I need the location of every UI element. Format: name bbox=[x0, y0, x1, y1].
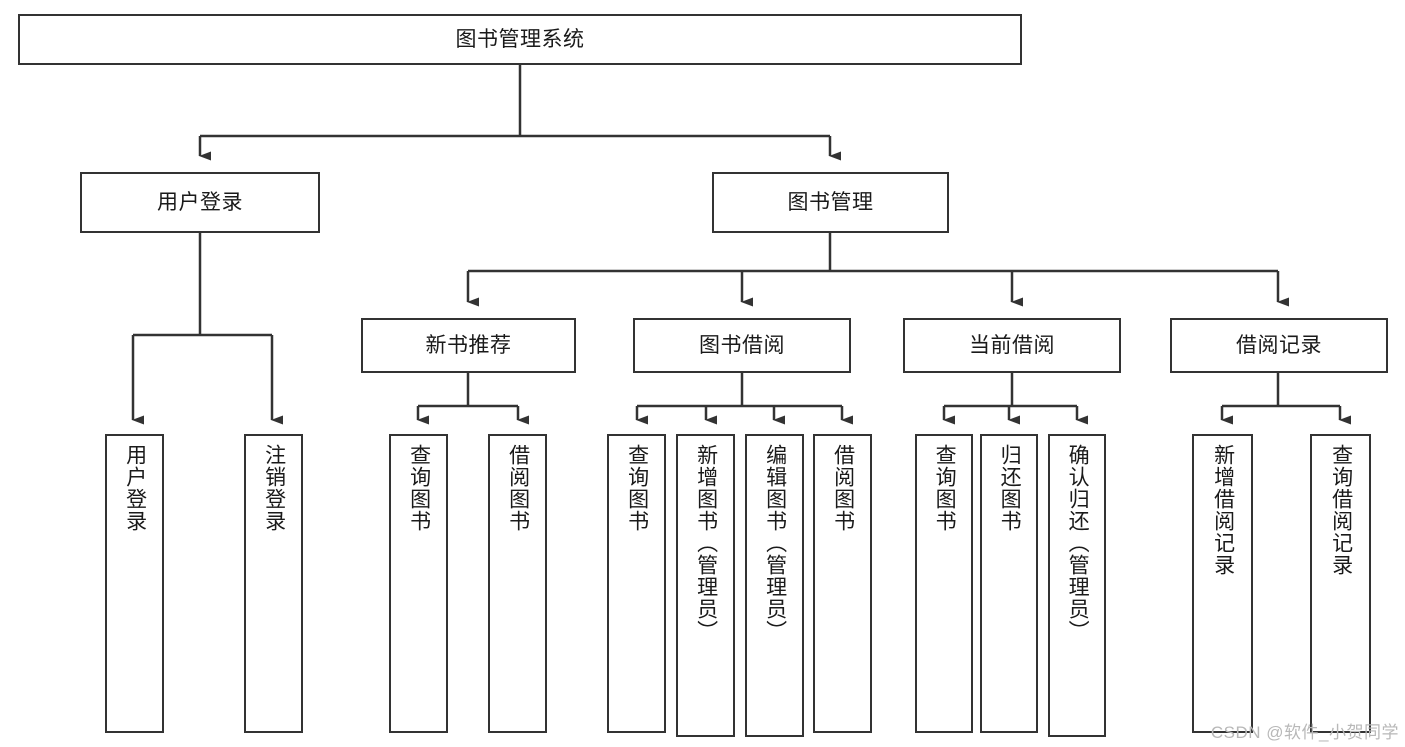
node-borrow-record[interactable]: 借阅记录 bbox=[1170, 318, 1388, 373]
leaf-borrowrecord-add-record-label: 新增借阅记录 bbox=[1211, 444, 1235, 576]
leaf-bookborrow-query-book-label: 查询图书 bbox=[625, 444, 649, 532]
node-book-borrow-label: 图书借阅 bbox=[699, 333, 785, 357]
node-current-borrow-label: 当前借阅 bbox=[969, 333, 1055, 357]
leaf-currentborrow-return-book-label: 归还图书 bbox=[998, 444, 1022, 532]
leaf-borrowrecord-query-record[interactable]: 查询借阅记录 bbox=[1310, 434, 1371, 733]
node-book-management[interactable]: 图书管理 bbox=[712, 172, 949, 233]
leaf-borrowrecord-query-record-label: 查询借阅记录 bbox=[1329, 444, 1353, 576]
node-root-label: 图书管理系统 bbox=[455, 27, 585, 51]
node-book-management-label: 图书管理 bbox=[787, 190, 874, 214]
leaf-currentborrow-confirm-return[interactable]: 确认归还（管理员） bbox=[1048, 434, 1106, 737]
leaf-logout-label: 注销登录 bbox=[262, 444, 286, 532]
leaf-newbook-query-book-label: 查询图书 bbox=[407, 444, 431, 532]
node-user-login[interactable]: 用户登录 bbox=[80, 172, 320, 233]
leaf-bookborrow-add-book-label: 新增图书（管理员） bbox=[694, 444, 718, 642]
node-root-book-management-system[interactable]: 图书管理系统 bbox=[18, 14, 1022, 65]
node-user-login-label: 用户登录 bbox=[157, 190, 243, 214]
leaf-bookborrow-query-book[interactable]: 查询图书 bbox=[607, 434, 666, 733]
leaf-bookborrow-add-book[interactable]: 新增图书（管理员） bbox=[676, 434, 735, 737]
node-new-book-recommend-label: 新书推荐 bbox=[425, 333, 512, 357]
leaf-currentborrow-confirm-return-label: 确认归还（管理员） bbox=[1066, 444, 1090, 642]
leaf-bookborrow-edit-book-label: 编辑图书（管理员） bbox=[763, 444, 787, 642]
leaf-newbook-query-book[interactable]: 查询图书 bbox=[389, 434, 448, 733]
node-borrow-record-label: 借阅记录 bbox=[1236, 333, 1322, 357]
node-current-borrow[interactable]: 当前借阅 bbox=[903, 318, 1121, 373]
leaf-currentborrow-query-book[interactable]: 查询图书 bbox=[915, 434, 973, 733]
leaf-bookborrow-edit-book[interactable]: 编辑图书（管理员） bbox=[745, 434, 804, 737]
leaf-borrowrecord-add-record[interactable]: 新增借阅记录 bbox=[1192, 434, 1253, 733]
leaf-logout[interactable]: 注销登录 bbox=[244, 434, 303, 733]
watermark-text: CSDN @软件_小贺同学 bbox=[1210, 723, 1399, 742]
leaf-currentborrow-return-book[interactable]: 归还图书 bbox=[980, 434, 1038, 733]
leaf-newbook-borrow-book-label: 借阅图书 bbox=[506, 444, 530, 532]
leaf-user-login-label: 用户登录 bbox=[123, 444, 147, 532]
leaf-user-login[interactable]: 用户登录 bbox=[105, 434, 164, 733]
node-book-borrow[interactable]: 图书借阅 bbox=[633, 318, 851, 373]
leaf-newbook-borrow-book[interactable]: 借阅图书 bbox=[488, 434, 547, 733]
leaf-bookborrow-borrow-book[interactable]: 借阅图书 bbox=[813, 434, 872, 733]
leaf-currentborrow-query-book-label: 查询图书 bbox=[933, 444, 957, 532]
leaf-bookborrow-borrow-book-label: 借阅图书 bbox=[831, 444, 855, 532]
node-new-book-recommend[interactable]: 新书推荐 bbox=[361, 318, 576, 373]
